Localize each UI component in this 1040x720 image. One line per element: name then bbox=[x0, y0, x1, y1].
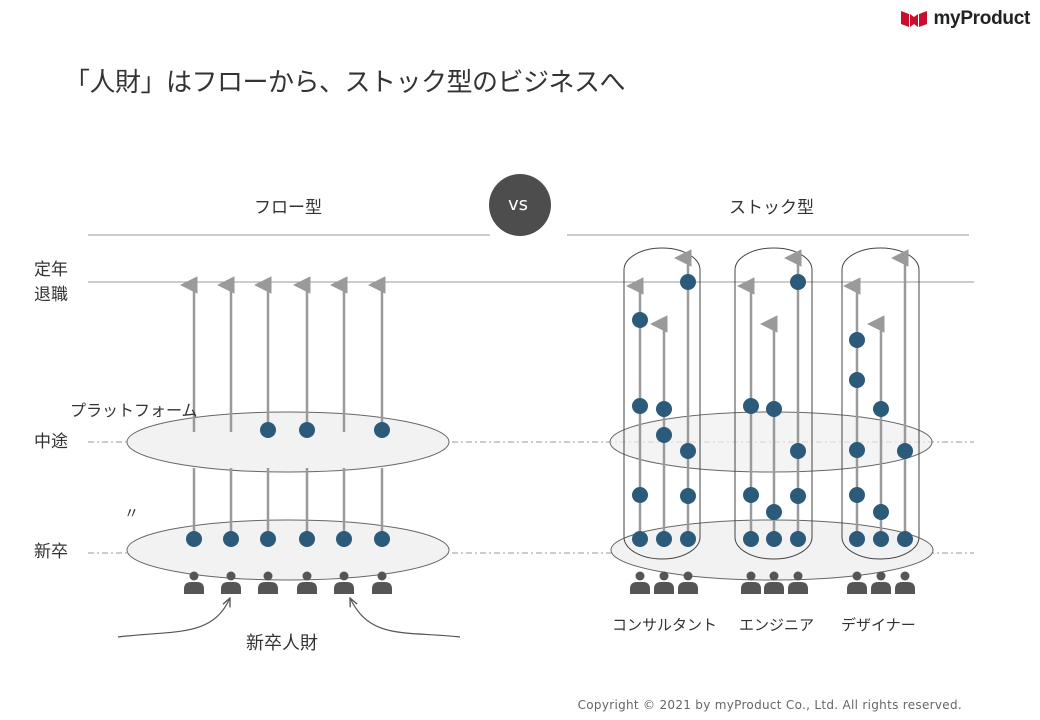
level-retire-label: 定年 退職 bbox=[34, 260, 68, 305]
stock-node bbox=[680, 274, 696, 290]
left-source-arrow bbox=[117, 598, 230, 638]
right-source-arrow bbox=[350, 598, 461, 638]
person-icon bbox=[654, 571, 674, 594]
stock-node bbox=[849, 531, 865, 547]
stock-node bbox=[743, 398, 759, 414]
stock-type-label: ストック型 bbox=[729, 198, 814, 218]
talent-nodes bbox=[186, 274, 913, 547]
flow-node bbox=[336, 531, 352, 547]
level-mid-label: 中途 bbox=[34, 432, 68, 452]
stock-node bbox=[743, 487, 759, 503]
flow-mid-platform bbox=[126, 411, 450, 473]
person-icons bbox=[184, 571, 915, 594]
stock-node bbox=[849, 372, 865, 388]
person-icon bbox=[871, 571, 891, 594]
flow-node bbox=[186, 531, 202, 547]
group-label-consultant: コンサルタント bbox=[612, 616, 718, 634]
stock-node bbox=[680, 531, 696, 547]
level-new-label: 新卒 bbox=[34, 542, 68, 562]
stock-node bbox=[680, 488, 696, 504]
person-icon bbox=[788, 571, 808, 594]
stock-node bbox=[873, 531, 889, 547]
stock-node bbox=[680, 443, 696, 459]
person-icon bbox=[258, 571, 278, 594]
vs-badge bbox=[489, 174, 551, 236]
stock-node bbox=[743, 531, 759, 547]
stock-node bbox=[632, 487, 648, 503]
platform-label: プラットフォーム bbox=[70, 401, 198, 420]
flow-node bbox=[260, 531, 276, 547]
stock-node bbox=[849, 332, 865, 348]
stock-node bbox=[790, 443, 806, 459]
flow-node bbox=[374, 531, 390, 547]
person-icon bbox=[847, 571, 867, 594]
page-title: 「人財」はフローから、ストック型のビジネスへ bbox=[64, 68, 626, 98]
stock-node bbox=[656, 401, 672, 417]
flow-node bbox=[260, 422, 276, 438]
person-icon bbox=[334, 571, 354, 594]
person-icon bbox=[895, 571, 915, 594]
person-icon bbox=[678, 571, 698, 594]
stock-node bbox=[849, 487, 865, 503]
stock-node bbox=[790, 531, 806, 547]
person-icon bbox=[184, 571, 204, 594]
person-icon bbox=[221, 571, 241, 594]
stock-arrows bbox=[626, 249, 909, 539]
flow-node bbox=[223, 531, 239, 547]
person-icon bbox=[372, 571, 392, 594]
stock-node bbox=[766, 504, 782, 520]
person-icon bbox=[630, 571, 650, 594]
flow-node bbox=[374, 422, 390, 438]
group-label-engineer: エンジニア bbox=[739, 616, 815, 634]
stock-new-platform bbox=[610, 519, 934, 581]
capsule-consultant bbox=[623, 247, 701, 560]
stock-node bbox=[632, 398, 648, 414]
brand-logo: myProduct bbox=[901, 8, 1030, 30]
stock-node bbox=[656, 531, 672, 547]
stock-node bbox=[873, 401, 889, 417]
flow-type-label: フロー型 bbox=[254, 198, 322, 218]
flow-arrows bbox=[180, 276, 386, 539]
brand-mark-icon bbox=[901, 11, 928, 27]
stock-node bbox=[766, 401, 782, 417]
person-icon bbox=[741, 571, 761, 594]
stock-node bbox=[790, 274, 806, 290]
vs-label: vs bbox=[508, 194, 529, 215]
brand-name: myProduct bbox=[933, 8, 1030, 29]
stock-mid-platform bbox=[609, 411, 933, 473]
flow-new-platform bbox=[126, 519, 450, 581]
stock-node bbox=[632, 531, 648, 547]
stock-node bbox=[656, 427, 672, 443]
new-grad-talent-label: 新卒人財 bbox=[246, 633, 318, 654]
person-icon bbox=[764, 571, 784, 594]
ditto-mark: 〃 bbox=[124, 504, 140, 522]
stock-node bbox=[897, 443, 913, 459]
stock-node bbox=[849, 442, 865, 458]
stock-node bbox=[766, 531, 782, 547]
flow-node bbox=[299, 422, 315, 438]
person-icon bbox=[297, 571, 317, 594]
stock-node bbox=[632, 312, 648, 328]
group-label-designer: デザイナー bbox=[841, 616, 916, 634]
capsule-engineer bbox=[734, 247, 813, 560]
stock-node bbox=[897, 531, 913, 547]
stock-node bbox=[790, 488, 806, 504]
stock-node bbox=[873, 504, 889, 520]
flow-node bbox=[299, 531, 315, 547]
copyright-notice: Copyright © 2021 by myProduct Co., Ltd. … bbox=[577, 698, 962, 712]
capsule-designer bbox=[841, 247, 920, 560]
